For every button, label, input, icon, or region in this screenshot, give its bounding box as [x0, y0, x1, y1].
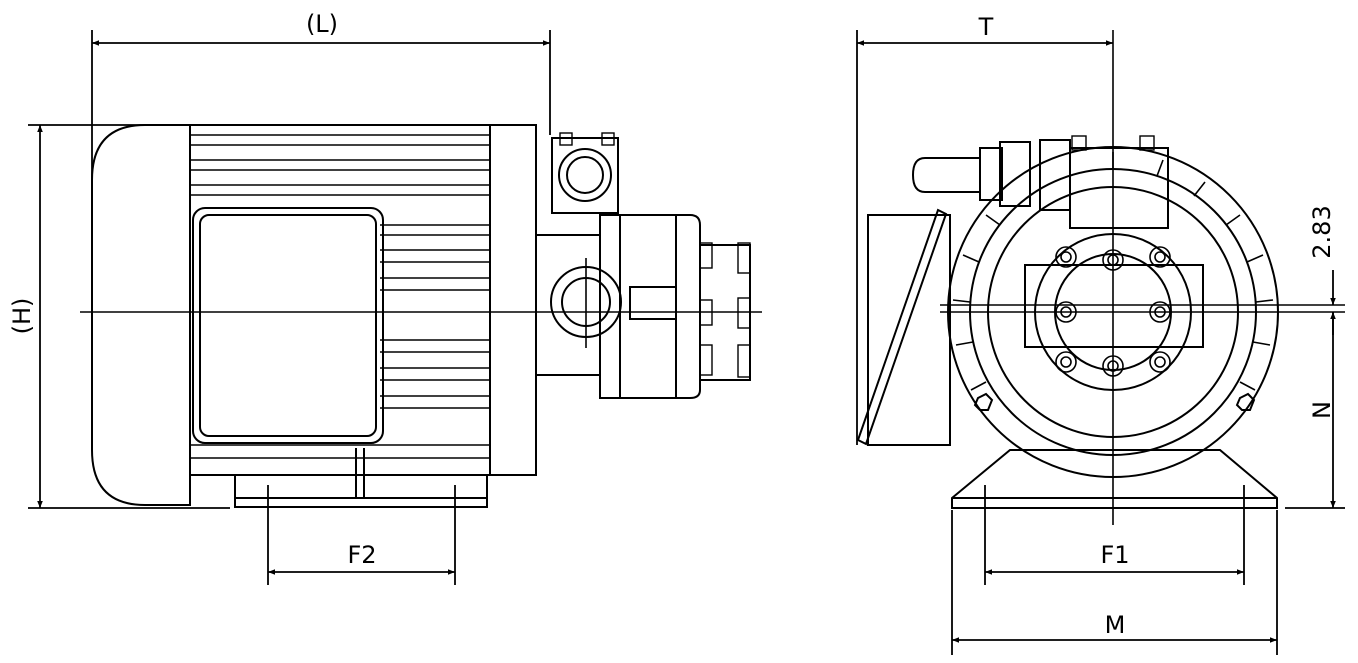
terminal-box-side — [867, 214, 951, 446]
label-center-height: N — [1308, 401, 1336, 419]
label-length: (L) — [306, 10, 338, 38]
pump-body — [599, 214, 701, 399]
side-view — [91, 124, 751, 508]
motor-body — [189, 124, 537, 476]
front-view — [856, 135, 1279, 509]
center-lines — [80, 30, 1345, 525]
inlet-port — [550, 266, 677, 338]
top-connector — [911, 135, 1169, 229]
mount-hole-right — [1235, 392, 1256, 411]
base-foot — [951, 449, 1278, 509]
outlet-fitting — [551, 132, 619, 214]
pump-face — [1024, 264, 1204, 348]
terminal-box — [192, 207, 384, 444]
label-top-width: T — [978, 13, 994, 41]
label-foot-pitch: F2 — [347, 541, 376, 569]
mount-hole-left — [973, 392, 994, 411]
label-foot-span: F1 — [1100, 541, 1129, 569]
cooling-fins — [190, 134, 490, 459]
pump-flange — [535, 234, 601, 376]
radial-fins — [952, 152, 1274, 391]
fan-cover — [91, 124, 191, 506]
label-height: (H) — [8, 298, 36, 335]
pump-bolts — [699, 242, 751, 378]
label-shaft-offset: 2.83 — [1308, 205, 1336, 258]
extension-lines — [28, 30, 1345, 655]
motor-foot — [234, 474, 488, 508]
label-base-width: M — [1105, 611, 1126, 639]
